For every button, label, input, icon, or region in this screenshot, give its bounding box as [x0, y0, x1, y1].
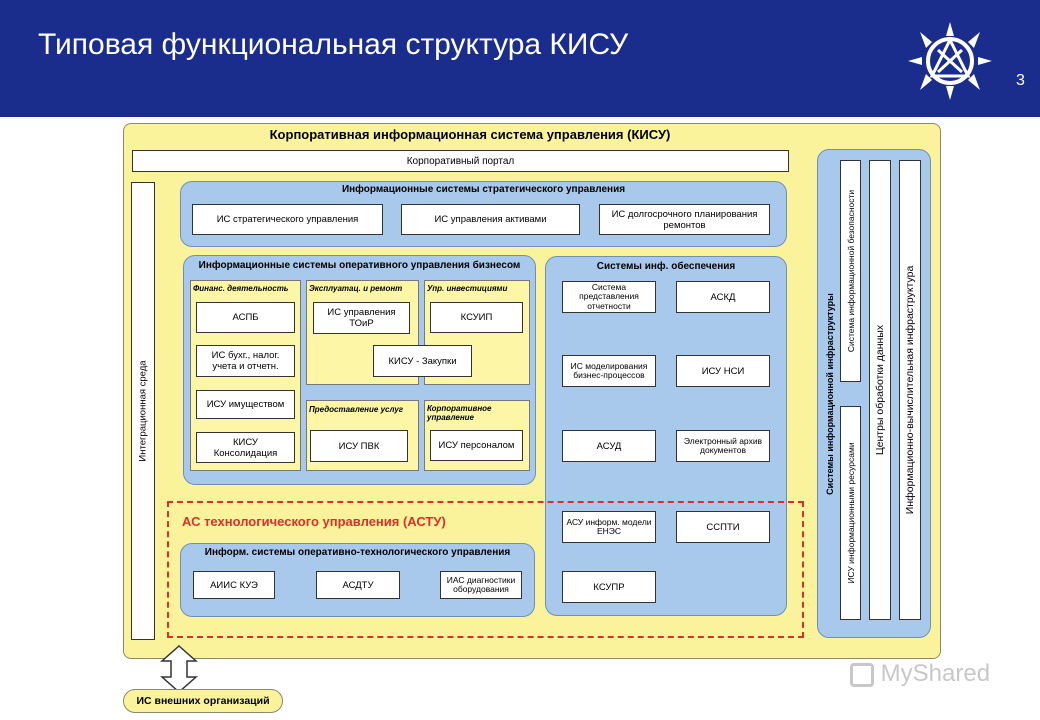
finance-item: ИС бухг., налог. учета и отчетн. [196, 345, 295, 377]
external-orgs: ИС внешних организаций [123, 689, 283, 713]
support-item: Электронный архив документов [676, 430, 770, 462]
double-arrow-icon [160, 644, 198, 694]
company-logo-icon [904, 20, 996, 102]
pvk-system: ИСУ ПВК [310, 430, 408, 462]
astu-item: ИАС диагностики оборудования [440, 571, 522, 599]
finance-item: АСПБ [196, 302, 295, 333]
infra-item-label: ИСУ информационными ресурсами [845, 442, 856, 584]
strategic-item: ИС управления активами [401, 204, 580, 235]
investments-title: Упр. инвестициями [427, 284, 508, 293]
personnel-system: ИСУ персоналом [430, 430, 523, 461]
corporate-title: Корпоративное управление [427, 404, 492, 422]
watermark-text: MyShared [880, 660, 991, 687]
header-bar [0, 0, 1040, 117]
infra-title: Системы информационной инфраструктуры [825, 292, 835, 495]
support-item: КСУПР [562, 571, 656, 603]
support-item: ССПТИ [676, 511, 770, 543]
astu-sub-title: Информ. системы оперативно-технологическ… [204, 547, 511, 558]
watermark: MyShared [850, 660, 990, 688]
strategic-item: ИС долгосрочного планирования ремонтов [599, 204, 770, 235]
exploitation-title: Эксплуатац. и ремонт [309, 284, 403, 293]
infra-item-label: Информационно-вычислительная инфраструкт… [904, 265, 916, 515]
ksuip-system: КСУИП [430, 302, 523, 333]
support-item: ИС моделирования бизнес-процессов [562, 355, 656, 387]
infra-item: Центры обработки данных [869, 160, 891, 620]
astu-item: АИИС КУЭ [193, 571, 275, 599]
toir-system: ИС управления ТОиР [313, 302, 410, 334]
support-item: АСУ информ. модели ЕНЭС [562, 511, 656, 543]
support-item: АСКД [676, 281, 770, 313]
infra-item: ИСУ информационными ресурсами [840, 406, 861, 620]
page-number: 3 [1016, 72, 1025, 89]
support-title: Системы инф. обеспечения [596, 261, 736, 272]
purchases-system: КИСУ - Закупки [373, 345, 472, 377]
kisu-title: Корпоративная информационная система упр… [269, 127, 671, 142]
finance-item: ИСУ имуществом [196, 390, 295, 419]
support-item: АСУД [562, 430, 656, 462]
support-item: Система представления отчетности [562, 281, 656, 313]
corporate-portal: Корпоративный портал [132, 150, 789, 172]
infra-item-label: Центры обработки данных [874, 324, 886, 456]
infra-item: Система информационной безопасности [840, 160, 861, 382]
support-item: ИСУ НСИ [676, 355, 770, 387]
finance-title: Финанс. деятельность [193, 284, 289, 293]
infra-item: Информационно-вычислительная инфраструкт… [899, 160, 921, 620]
astu-title: АС технологического управления (АСТУ) [182, 514, 446, 529]
strategic-item: ИС стратегического управления [192, 204, 383, 235]
integration-label: Интеграционная среда [137, 360, 149, 462]
strategic-title: Информационные системы стратегического у… [341, 184, 626, 195]
page-title: Типовая функциональная структура КИСУ [38, 28, 629, 61]
infra-item-label: Система информационной безопасности [845, 189, 856, 353]
astu-region [167, 501, 804, 638]
services-title: Предоставление услуг [309, 405, 404, 414]
integration-environment: Интеграционная среда [131, 182, 155, 640]
operational-title: Информационные системы оперативного упра… [198, 260, 521, 271]
watermark-logo-icon [850, 662, 874, 687]
finance-item: КИСУ Консолидация [196, 432, 295, 463]
astu-item: АСДТУ [316, 571, 400, 599]
